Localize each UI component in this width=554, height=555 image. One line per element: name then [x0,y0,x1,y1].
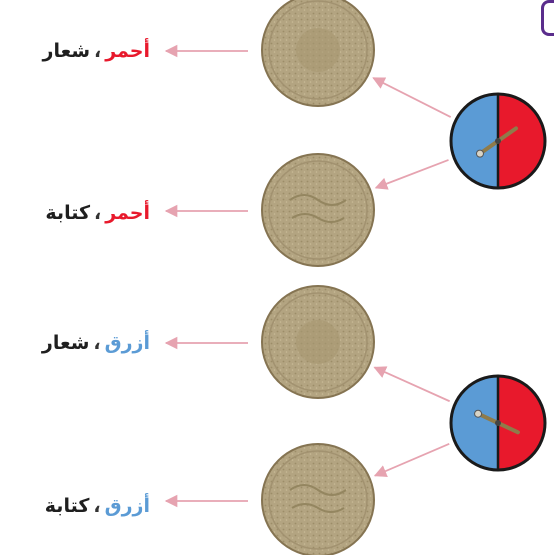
separator-4: ، [89,495,104,517]
spinner-red-half [498,94,545,188]
separator-3: ، [89,332,104,354]
coin-2 [262,154,374,266]
coins-group [262,0,374,555]
coin-emblem [296,28,340,72]
outcome-label-4: أزرق،كتابة [10,495,150,517]
spinner-pivot [495,420,501,426]
branch-arrow-1 [373,78,450,117]
coin-4 [262,444,374,555]
branch-arrow-2 [376,160,449,188]
spinner-blue-half [451,376,498,470]
spinner-pivot [495,138,501,144]
separator-1: ، [90,40,105,62]
coin-face [262,154,374,266]
branch-arrow-3 [375,367,450,401]
spinner-1 [451,94,545,188]
outcome-face-3: شعار [42,332,89,354]
coin-1 [262,0,374,106]
spinner-red-half [498,376,545,470]
branches-group [373,78,450,476]
spinner-pointer-end [476,150,483,157]
separator-2: ، [90,202,105,224]
label-arrows-group [166,51,248,501]
coin-emblem [296,320,340,364]
spinner-2 [451,376,545,470]
outcome-label-1: أحمر،شعار [10,40,150,62]
coin-3 [262,286,374,398]
outcome-label-3: أزرق،شعار [10,332,150,354]
outcome-color-3: أزرق [105,332,150,354]
outcome-face-2: كتابة [45,202,90,224]
outcome-label-2: أحمر،كتابة [10,202,150,224]
outcome-color-1: أحمر [105,40,150,62]
outcome-face-1: شعار [43,40,90,62]
outcome-face-4: كتابة [45,495,90,517]
spinner-blue-half [451,94,498,188]
spinner-pointer-end [475,410,482,417]
spinners-group [451,94,545,470]
outcome-color-4: أزرق [105,495,150,517]
outcome-color-2: أحمر [105,202,150,224]
branch-arrow-4 [375,444,449,476]
coin-face [262,444,374,555]
